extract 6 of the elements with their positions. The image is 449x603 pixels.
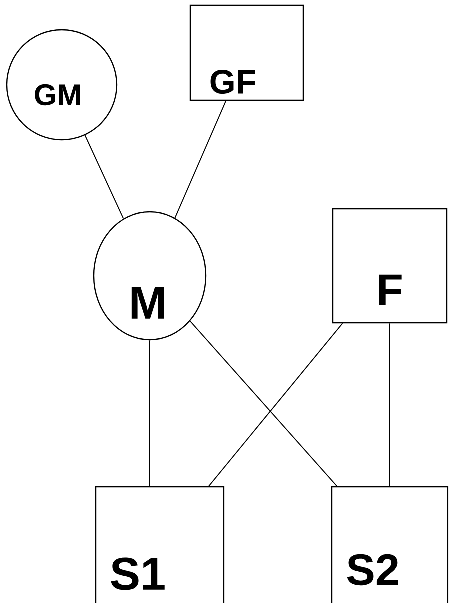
male-square: GF (190, 4, 304, 102)
line (174, 100, 227, 219)
line (208, 323, 344, 487)
line (190, 320, 338, 487)
line (84, 135, 124, 220)
male-square: F (332, 208, 448, 324)
